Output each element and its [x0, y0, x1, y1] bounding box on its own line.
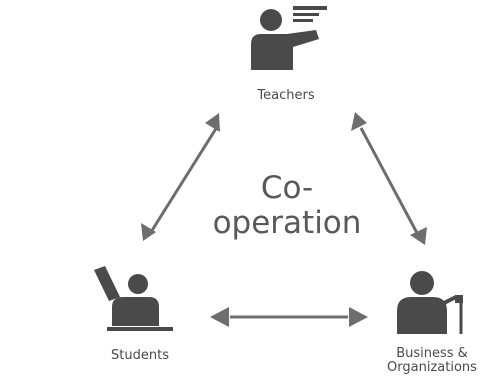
teacher-pointing-icon — [251, 6, 327, 70]
arrow-students-business — [210, 307, 368, 327]
teachers-label: Teachers — [256, 88, 314, 103]
arrow-teachers-students — [141, 113, 220, 241]
students-label: Students — [111, 348, 169, 363]
center-label-line-1: Co- — [261, 170, 313, 206]
center-label-line-2: operation — [213, 205, 362, 241]
arrow-teachers-business — [351, 112, 427, 245]
speaker-microphone-icon — [397, 271, 463, 334]
student-raising-hand-icon — [94, 266, 173, 331]
business-label-line-1: Business & — [396, 346, 468, 361]
business-label-line-2: Organizations — [387, 360, 477, 375]
